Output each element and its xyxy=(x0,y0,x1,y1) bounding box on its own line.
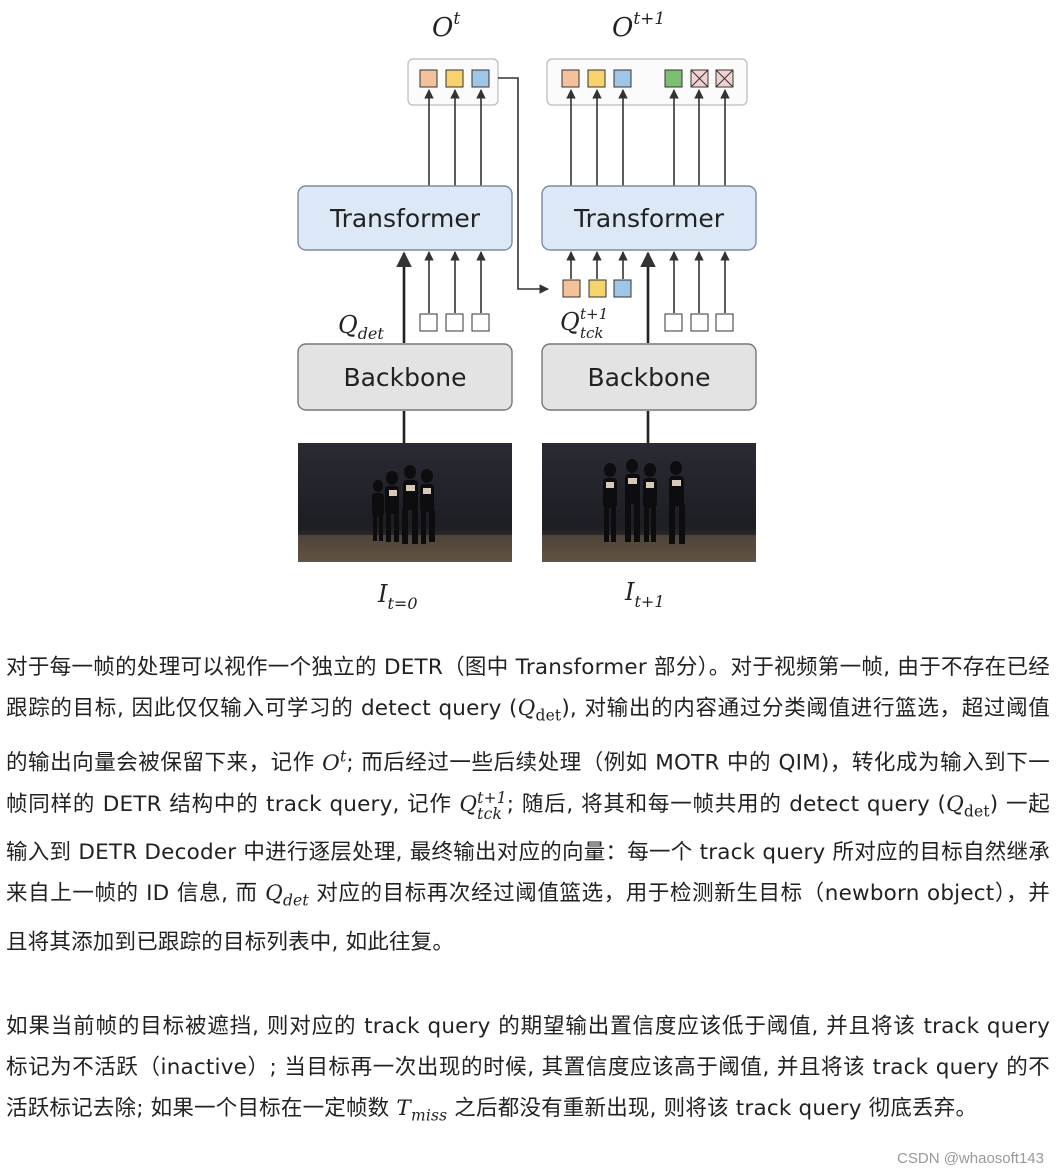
frame-label-left: It=0 xyxy=(377,580,418,613)
backbone-block-right: Backbone xyxy=(541,343,757,411)
transformer-block-right: Transformer xyxy=(541,185,757,251)
output-label-right: Ot+1 xyxy=(612,9,665,43)
track-query-square-blue xyxy=(613,279,632,298)
track-query-connector xyxy=(498,77,549,294)
video-frame-left xyxy=(298,443,512,562)
output-square-yellow xyxy=(445,69,464,88)
q-det-label: Qdet xyxy=(338,311,384,343)
math-t-miss: Tmiss xyxy=(396,1096,448,1125)
output-square-yellow xyxy=(587,69,606,88)
output-square-orange xyxy=(561,69,580,88)
frame-label-right: It+1 xyxy=(624,578,665,611)
track-query-square-yellow xyxy=(588,279,607,298)
detect-query-square xyxy=(690,313,709,332)
svg-text:Transformer: Transformer xyxy=(329,204,481,233)
svg-text:Backbone: Backbone xyxy=(587,363,710,392)
output-square-blue xyxy=(471,69,490,88)
svg-text:t+1: t+1 xyxy=(580,305,608,323)
video-frame-right xyxy=(542,443,756,562)
track-query-square-orange xyxy=(562,279,581,298)
architecture-diagram: Ot Ot+1 Transformer Tra xyxy=(297,9,757,613)
svg-text:Transformer: Transformer xyxy=(573,204,725,233)
math-q-det: Qdet xyxy=(946,791,990,821)
svg-text:tck: tck xyxy=(580,324,604,342)
output-label-left: Ot xyxy=(432,9,460,43)
detect-query-square xyxy=(471,313,490,332)
detect-query-square xyxy=(664,313,683,332)
output-square-discarded xyxy=(690,69,709,88)
detect-query-square xyxy=(445,313,464,332)
paragraph-detr-pipeline: 对于每一帧的处理可以视作一个独立的 DETR（图中 Transformer 部分… xyxy=(6,655,1051,955)
detect-query-square xyxy=(419,313,438,332)
output-square-discarded xyxy=(715,69,734,88)
math-q-det: Qdet xyxy=(265,881,309,910)
math-o-t: Ot xyxy=(322,747,347,776)
output-square-blue xyxy=(613,69,632,88)
paragraph-occlusion-handling: 如果当前帧的目标被遮挡, 则对应的 track query 的期望输出置信度应该… xyxy=(6,1014,1050,1125)
detect-query-square xyxy=(715,313,734,332)
output-square-orange xyxy=(419,69,438,88)
transformer-block-left: Transformer xyxy=(297,185,513,251)
math-q-det: Qdet xyxy=(517,696,562,725)
watermark: CSDN @whaosoft143 xyxy=(897,1150,1044,1167)
backbone-block-left: Backbone xyxy=(297,343,513,411)
svg-text:Backbone: Backbone xyxy=(343,363,466,392)
output-square-green xyxy=(664,69,683,88)
svg-text:Q: Q xyxy=(560,308,580,336)
q-tck-label: Q t+1 tck xyxy=(560,305,608,342)
